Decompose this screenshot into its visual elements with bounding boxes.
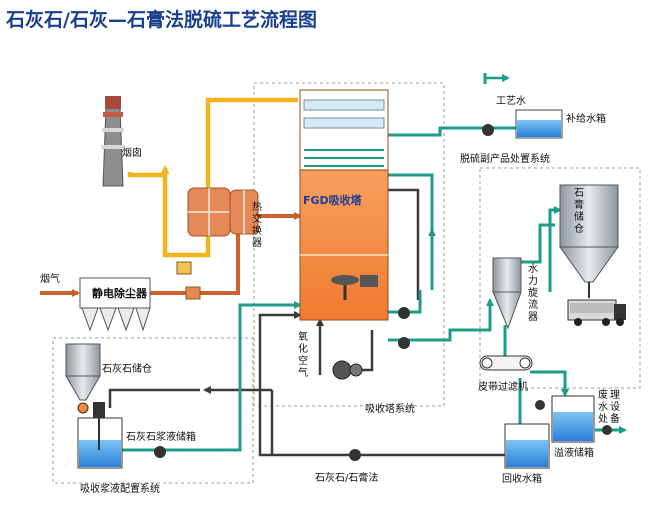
- flue-gas-label: 烟气: [40, 272, 60, 285]
- wastewater-label: 废水处理设备: [598, 388, 620, 425]
- recovery-return-pipe: [258, 311, 505, 457]
- bleed-pump: [398, 337, 410, 349]
- wastewater-pump: [602, 425, 612, 435]
- limestone-silo: [65, 343, 101, 414]
- filtrate-pipe: [530, 370, 569, 397]
- process-water-label: 工艺水: [496, 95, 526, 107]
- makeup-tank-label: 补给水箱: [566, 112, 606, 125]
- belt-filter: [479, 355, 533, 371]
- makeup-water-tank: [515, 109, 563, 139]
- slurry-tank-feed-pipe: [108, 388, 200, 408]
- recycle-pump: [398, 307, 410, 319]
- overflow-tank: [551, 395, 595, 443]
- esp-to-ggh-pipe: [150, 230, 240, 295]
- makeup-water-pump: [482, 124, 494, 136]
- gas-gas-heater: [187, 187, 259, 237]
- gypsum-silo-label: 石膏储仓: [574, 188, 584, 235]
- absorber-tower: [299, 89, 389, 321]
- slurry-feed-pipe: [120, 301, 302, 452]
- belt-filter-label: 皮带过滤机: [478, 380, 528, 393]
- oxidation-blower: [332, 360, 363, 380]
- byproduct-system-label: 脱硫副产品处置系统: [460, 152, 550, 165]
- fgd-tower-label: FGD吸收塔: [303, 193, 363, 207]
- oxidation-air-label: 氧化空气: [298, 330, 308, 379]
- method-label: 石灰石/石膏法: [315, 471, 378, 484]
- diagram-title: 石灰石/石灰—石膏法脱硫工艺流程图: [5, 8, 317, 31]
- booster-fan-clean: [176, 261, 192, 275]
- chimney: [101, 96, 125, 187]
- chimney-feed-pipe: [127, 168, 168, 178]
- slurry-tank-label: 石灰石浆液储箱: [126, 430, 196, 443]
- absorber-system-boundary: [253, 82, 445, 407]
- slurry-prep-system-label: 吸收浆液配置系统: [80, 482, 160, 495]
- hydrocyclone-label: 水力旋流器: [528, 263, 538, 323]
- slurry-prep-boundary: [52, 337, 254, 484]
- recovery-water-pump: [349, 449, 361, 461]
- gypsum-feed-pipe: [548, 206, 562, 292]
- hydrocyclone: [492, 257, 522, 330]
- cyclone-overflow-pipe: [507, 223, 555, 264]
- gypsum-silo: [559, 184, 619, 298]
- esp-label: 静电除尘器: [92, 286, 148, 300]
- byproduct-boundary: [479, 167, 641, 389]
- bleed-to-cyclone-pipe: [388, 298, 494, 342]
- limestone-silo-label: 石灰石储仓: [102, 362, 152, 375]
- slurry-feed-pump: [154, 446, 166, 458]
- overflow-tank-label: 溢液储箱: [554, 446, 594, 459]
- recovery-water-tank: [504, 423, 550, 469]
- chimney-label: 烟囱: [122, 146, 142, 159]
- electrostatic-precipitator: [79, 277, 151, 332]
- booster-fan-flue: [185, 286, 201, 300]
- oxidation-blower-pipe: [360, 330, 374, 372]
- gypsum-truck: [567, 299, 626, 326]
- overflow-pump: [535, 400, 545, 410]
- limestone-slurry-tank: [77, 402, 123, 469]
- clean-gas-pipe: [205, 97, 298, 190]
- gghx-label: 热交换器: [252, 200, 262, 249]
- recovery-tank-label: 回收水箱: [502, 472, 542, 485]
- reheated-gas-pipe: [160, 165, 211, 258]
- absorber-system-label: 吸收塔系统: [365, 402, 415, 415]
